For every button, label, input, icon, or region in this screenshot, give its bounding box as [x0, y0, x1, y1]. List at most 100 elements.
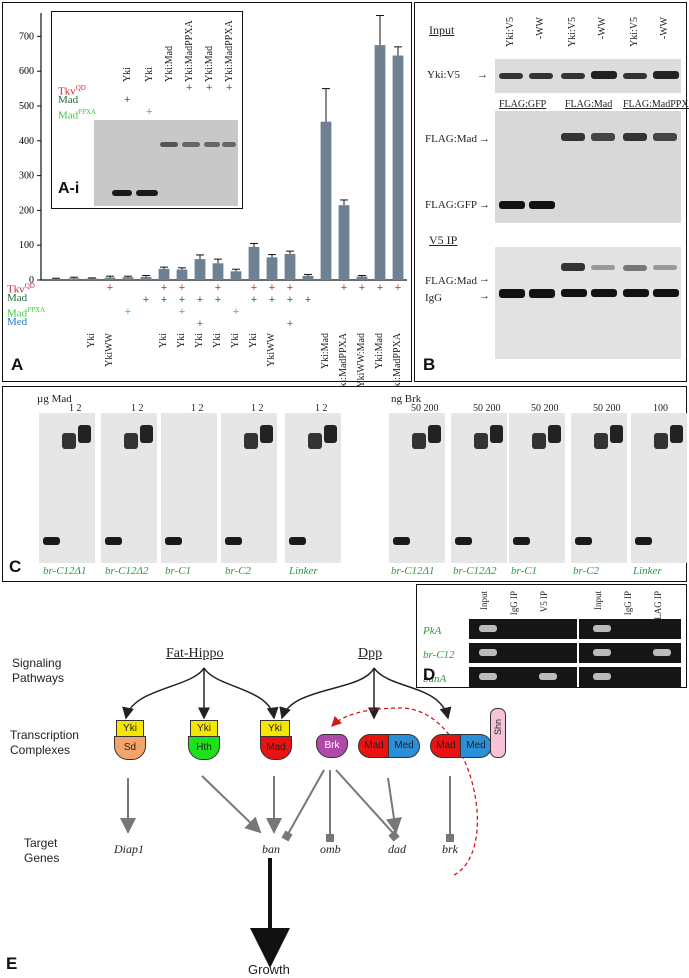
c-probe-name: br-C12Δ1: [43, 565, 87, 577]
bar: [374, 45, 386, 280]
x-label: YkiWW: [104, 333, 115, 367]
plus-mark: +: [341, 282, 347, 294]
c-probe-name: br-C12Δ1: [391, 565, 435, 577]
d-row-label: PkA: [423, 625, 442, 637]
gene-ban: ban: [262, 842, 280, 856]
inset-plus: +: [124, 94, 131, 106]
emsa-gel: [285, 413, 341, 563]
c-amount-label: 1 2: [315, 403, 328, 414]
y-tick-label: 600: [19, 66, 34, 77]
row-label-tkv: TkvQD: [7, 282, 35, 296]
row-label-med: Med: [7, 316, 28, 328]
bar: [248, 246, 260, 280]
gene-diap1: Diap1: [114, 842, 144, 856]
node-med-2: Med: [388, 734, 420, 758]
plus-mark: +: [179, 306, 185, 318]
c-amount-label: 1 2: [69, 403, 82, 414]
inset-row-tkv: TkvQD: [58, 84, 86, 98]
d-row-label: br-C12: [423, 649, 455, 661]
node-brk: Brk: [316, 734, 348, 758]
bar: [50, 278, 62, 280]
panel-a-chart: 0100200300400500600700++++++++++++++++++…: [19, 13, 407, 330]
bar: [140, 276, 152, 280]
plus-mark: +: [197, 318, 203, 330]
bar: [302, 275, 314, 280]
x-label: Yki:Mad: [320, 333, 331, 370]
plus-mark: +: [107, 282, 113, 294]
ip-title: V5 IP: [429, 233, 458, 247]
label-growth: Growth: [248, 962, 290, 977]
d-gel-row: [469, 643, 681, 663]
plus-mark: +: [179, 282, 185, 294]
plus-mark: +: [269, 294, 275, 306]
panel-e-label: E: [6, 954, 18, 973]
plus-mark: +: [251, 294, 257, 306]
inset-plus: +: [206, 82, 213, 94]
plus-mark: +: [161, 282, 167, 294]
c-probe-name: br-C2: [225, 565, 252, 577]
bar: [104, 277, 116, 280]
node-med-3: Med: [460, 734, 492, 758]
x-label: Yki:Mad: [374, 333, 385, 370]
y-tick-label: 400: [19, 136, 34, 147]
x-label: Yki: [212, 333, 223, 348]
x-label: Yki: [158, 333, 169, 348]
x-label: Yki: [230, 333, 241, 348]
panel-d-label: D: [423, 665, 436, 684]
row-yki-v5: Yki:V5: [427, 69, 460, 81]
label-fat-hippo: Fat-Hippo: [166, 646, 224, 661]
row-igg: IgG: [425, 292, 443, 304]
bar: [158, 268, 170, 280]
inset-a-i-label: A-i: [58, 180, 80, 197]
inset-plus: +: [186, 82, 193, 94]
c-probe-name: br-C1: [511, 565, 538, 577]
gel-v5-ip: [495, 247, 681, 359]
row-label-mad: Mad: [7, 292, 28, 304]
c-amount-label: 50 200: [531, 403, 559, 414]
c-amount-label: 1 2: [131, 403, 144, 414]
gel-flag: [495, 111, 681, 223]
inset-plus: +: [226, 82, 233, 94]
plus-mark: +: [233, 306, 239, 318]
inset-lane-label: Yki:Mad: [164, 45, 175, 82]
label-dpp: Dpp: [358, 646, 383, 661]
b-lane-label: -WW: [535, 17, 546, 40]
c-amount-label: 50 200: [593, 403, 621, 414]
gene-omb: omb: [320, 842, 341, 856]
group-flag-madppxa: FLAG:MadPPXA: [623, 99, 689, 110]
panel-c-label: C: [9, 557, 22, 576]
c-amount-label: 1 2: [251, 403, 264, 414]
c-probe-name: br-C12Δ2: [105, 565, 149, 577]
bar: [320, 121, 332, 280]
d-gel-row: [469, 619, 681, 639]
c-probe-name: Linker: [633, 565, 662, 577]
bar: [266, 257, 278, 280]
bar: [212, 263, 224, 280]
node-mad-2: Mad: [358, 734, 390, 758]
c-left-title: µg Mad: [37, 393, 72, 405]
b-lane-label: -WW: [597, 17, 608, 40]
node-hth: Hth: [188, 736, 220, 760]
emsa-gel: [451, 413, 507, 563]
bar: [176, 269, 188, 280]
plus-mark: +: [269, 282, 275, 294]
x-label: Yki: [194, 333, 205, 348]
inset-lane-label: Yki: [122, 67, 133, 82]
x-label: YkiWW: [266, 333, 277, 367]
plus-mark: +: [305, 294, 311, 306]
plus-mark: +: [197, 294, 203, 306]
panel-b-label: B: [423, 355, 436, 374]
plus-mark: +: [179, 294, 185, 306]
inset-row-madppxa: MadPPXA: [58, 108, 97, 122]
inset-lane-label: Yki:Mad: [204, 45, 215, 82]
y-tick-label: 700: [19, 31, 34, 42]
row-flag-mad: FLAG:Mad: [425, 133, 477, 145]
emsa-gel: [509, 413, 565, 563]
plus-mark: +: [215, 282, 221, 294]
inset-lane-label: Yki:MadPPXA: [224, 20, 235, 82]
